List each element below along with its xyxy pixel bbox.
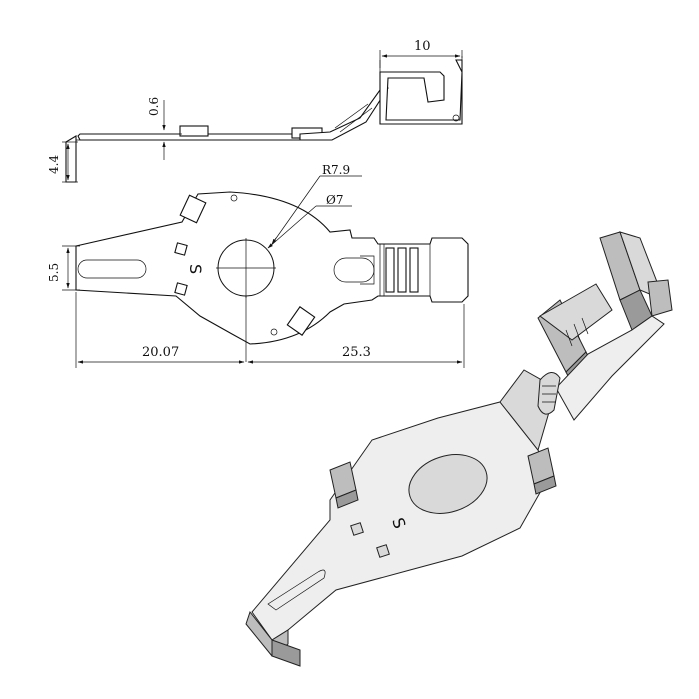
dim-width-top: 10	[414, 39, 431, 54]
side-view	[62, 50, 463, 183]
engraving-plan: S	[186, 264, 205, 274]
dim-barrel-length: 25.3	[342, 345, 371, 360]
dim-thickness: 0.6	[147, 97, 161, 116]
dim-radius: R7.9	[322, 163, 350, 177]
dim-hole-diameter: Ø7	[326, 193, 343, 207]
isometric-view	[245, 231, 673, 667]
dim-tail-width: 5.5	[47, 263, 61, 282]
dim-tail-length: 20.07	[142, 345, 179, 360]
plan-view	[62, 175, 469, 368]
dim-height-side: 4.4	[47, 155, 61, 174]
